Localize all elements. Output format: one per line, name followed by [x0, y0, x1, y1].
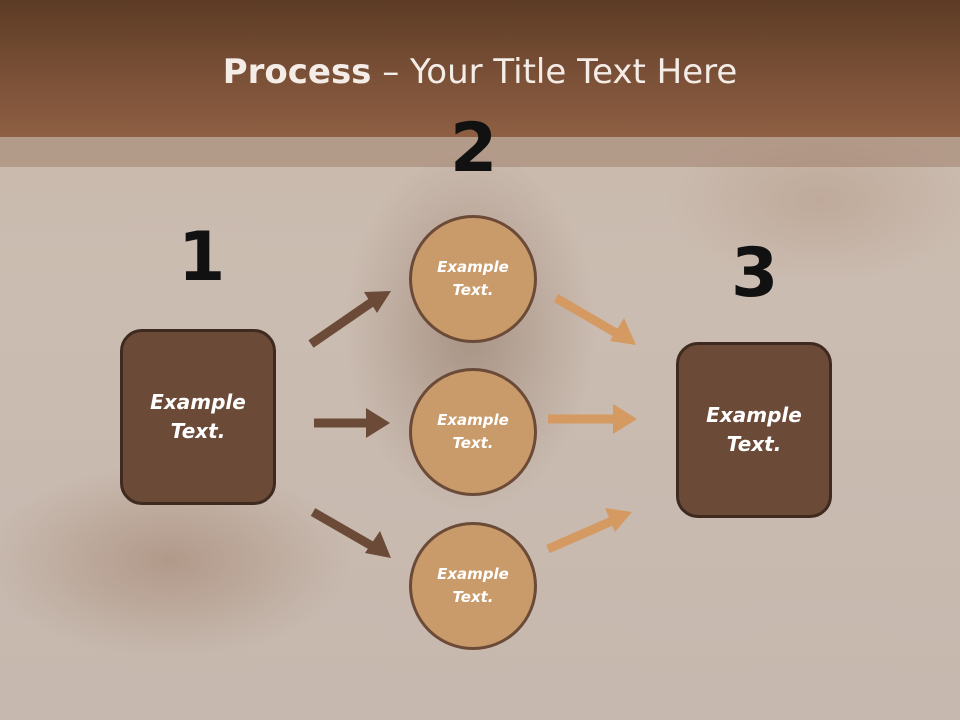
- left-box: Example Text.: [120, 329, 276, 505]
- arrow-bottom-to-right: [546, 508, 632, 554]
- header-bar: [0, 0, 960, 137]
- circle-top-text: Example Text.: [437, 258, 509, 299]
- step-number-1: 1: [178, 218, 226, 297]
- right-box-text: Example Text.: [706, 403, 802, 456]
- title-rest: – Your Title Text Here: [371, 52, 738, 92]
- circle-middle-text: Example Text.: [437, 411, 509, 452]
- arrow-top-to-right: [553, 294, 636, 345]
- title-bold: Process: [222, 52, 372, 92]
- header-band: [0, 137, 960, 167]
- arrow-middle-to-right: [548, 404, 637, 434]
- circle-middle: Example Text.: [409, 368, 537, 496]
- arrow-left-to-top: [308, 291, 391, 348]
- arrow-left-to-middle: [314, 408, 390, 438]
- step-number-3: 3: [731, 234, 779, 313]
- circle-bottom: Example Text.: [409, 522, 537, 650]
- slide-title: Process – Your Title Text Here: [0, 52, 960, 92]
- circle-top: Example Text.: [409, 215, 537, 343]
- arrow-left-to-bottom: [310, 508, 391, 558]
- left-box-text: Example Text.: [150, 390, 246, 443]
- right-box: Example Text.: [676, 342, 832, 518]
- step-number-2: 2: [450, 109, 498, 188]
- circle-bottom-text: Example Text.: [437, 565, 509, 606]
